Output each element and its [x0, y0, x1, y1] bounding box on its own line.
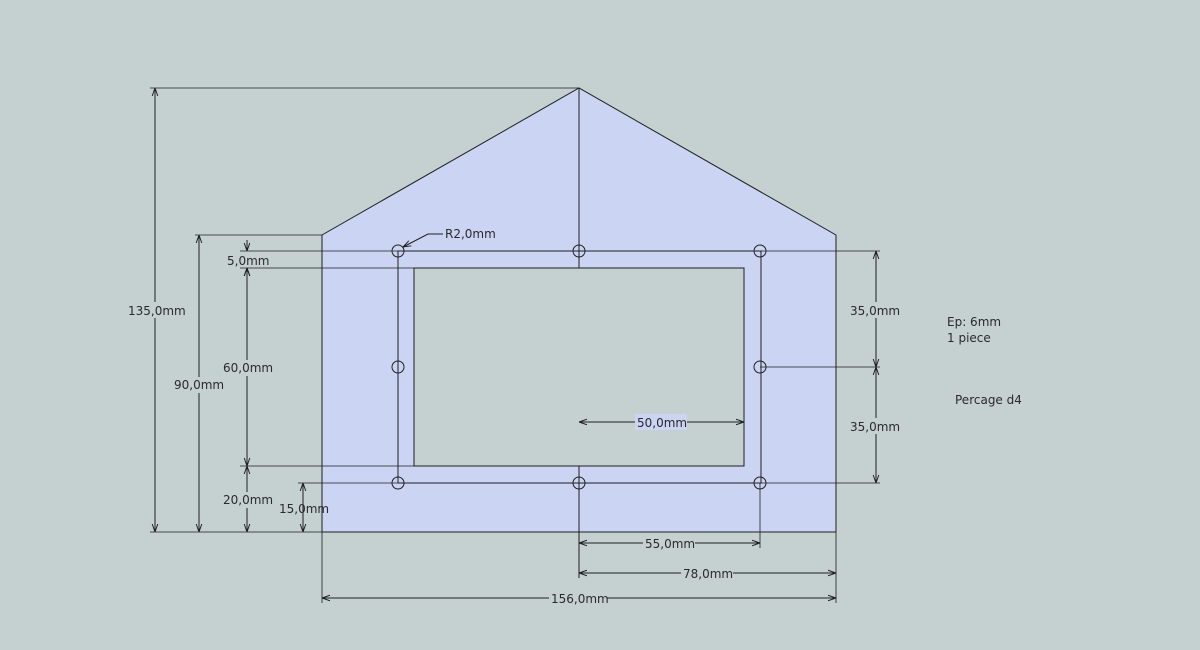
radius-leader [403, 233, 443, 247]
label-bottom-offset: 20,0mm [223, 493, 273, 507]
label-opening-half-width: 50,0mm [637, 416, 687, 430]
label-hole-row-offset: 15,0mm [279, 502, 329, 516]
label-hole-half-span: 55,0mm [645, 537, 695, 551]
extension-lines [150, 87, 880, 603]
dimension-labels: 135,0mm 90,0mm 5,0mm 60,0mm 20,0mm 15,0m… [115, 227, 904, 606]
label-total-height: 135,0mm [128, 304, 186, 318]
hole [391, 360, 405, 374]
label-spacing-upper: 35,0mm [850, 304, 900, 318]
drilling-note: Percage d4 [955, 393, 1022, 407]
label-top-offset: 5,0mm [227, 254, 269, 268]
quantity-note: 1 piece [947, 331, 991, 345]
thickness-note: Ep: 6mm [947, 315, 1002, 329]
label-total-width: 156,0mm [551, 592, 609, 606]
label-spacing-lower: 35,0mm [850, 420, 900, 434]
label-wall-height: 90,0mm [174, 378, 224, 392]
window-opening [413, 267, 745, 467]
label-half-width: 78,0mm [683, 567, 733, 581]
hole [572, 476, 586, 490]
hole [572, 244, 586, 258]
label-hole-radius: R2,0mm [445, 227, 496, 241]
label-opening-height: 60,0mm [223, 361, 273, 375]
